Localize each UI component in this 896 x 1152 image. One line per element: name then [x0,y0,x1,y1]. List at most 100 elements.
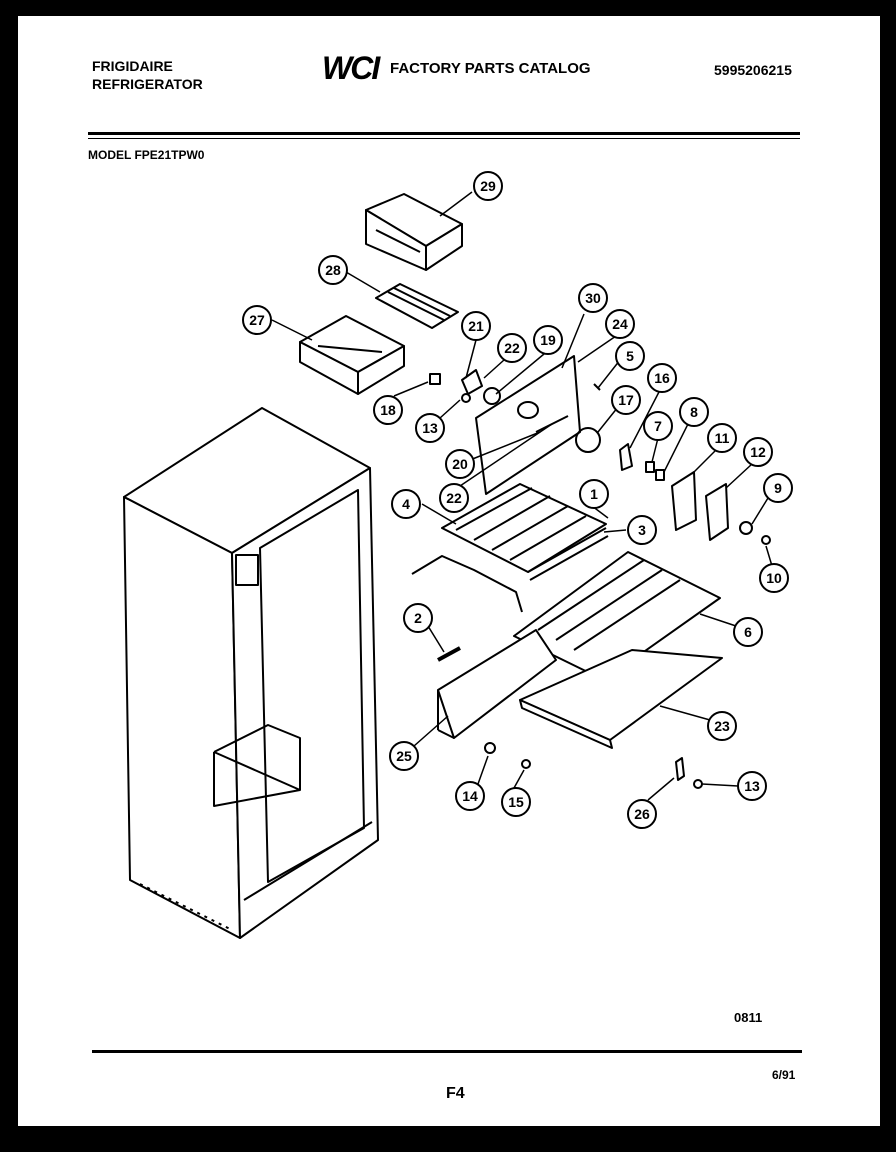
figure-page-label: F4 [446,1085,465,1102]
callout-30: 30 [578,283,608,313]
wci-logo: WCI [322,50,380,86]
callout-3: 3 [627,515,657,545]
callout-number: 12 [750,444,766,460]
callout-circle [643,411,673,441]
callout-23: 23 [707,711,737,741]
callout-17: 17 [611,385,641,415]
part-27-drawing [299,315,405,395]
revision-date: 6/91 [772,1068,796,1082]
callout-number: 11 [715,430,730,446]
callout-4: 4 [391,489,421,519]
callout-number: 2 [414,610,422,626]
callout-number: 22 [504,340,520,356]
callout-number: 26 [634,806,650,822]
callout-number: 17 [618,392,634,408]
callout-13: 13 [737,771,767,801]
brand-name: FRIGIDAIRE [92,58,173,74]
callout-circle [497,333,527,363]
callout-16: 16 [647,363,677,393]
callout-26: 26 [627,799,657,829]
callout-number: 20 [452,456,468,472]
callout-number: 8 [690,404,698,420]
callout-number: 13 [422,420,438,436]
callout-circle [445,449,475,479]
callout-22: 22 [497,333,527,363]
callout-circle [242,305,272,335]
callout-circle [533,325,563,355]
callout-circle [733,617,763,647]
callout-circle [615,341,645,371]
header-rule-thick [88,132,800,135]
callout-number: 5 [626,348,634,364]
part-23-drawing [519,649,723,749]
callout-circle [647,363,677,393]
footer-rule [92,1050,802,1053]
callout-20: 20 [445,449,475,479]
callout-9: 9 [763,473,793,503]
callout-number: 6 [744,624,752,640]
callout-22: 22 [439,483,469,513]
callout-11: 11 [707,423,737,453]
part-6-drawing [513,551,721,681]
callout-number: 9 [774,480,782,496]
part-29-drawing [365,193,463,271]
callout-1: 1 [579,479,609,509]
callout-number: 16 [654,370,670,386]
callout-number: 10 [766,570,782,586]
callout-8: 8 [679,397,709,427]
catalog-title: FACTORY PARTS CATALOG [390,60,591,77]
callout-circle [759,563,789,593]
callout-7: 7 [643,411,673,441]
callout-circle [743,437,773,467]
callout-circle [763,473,793,503]
callout-circle [415,413,445,443]
callout-circle [627,515,657,545]
product-type: REFRIGERATOR [92,76,203,92]
part-28-drawing [375,283,459,329]
callout-25: 25 [389,741,419,771]
part-2-drawing [437,646,461,662]
callout-circle [373,395,403,425]
callout-14: 14 [455,781,485,811]
cabinet-drawing [123,407,379,939]
callout-2: 2 [403,603,433,633]
callout-number: 29 [480,178,496,194]
callout-circle [501,787,531,817]
callout-circle [707,423,737,453]
callout-circle [611,385,641,415]
leader-lines [271,191,773,801]
callout-circle [627,799,657,829]
part-25-drawing [437,629,557,739]
callout-number: 28 [325,262,341,278]
callout-13: 13 [415,413,445,443]
callout-circle [318,255,348,285]
callout-number: 14 [462,788,478,804]
callout-number: 30 [585,290,601,306]
callout-circle [403,603,433,633]
callout-circle [473,171,503,201]
figure-code: 0811 [734,1010,763,1025]
callout-number: 25 [396,748,412,764]
part-30-drawing [475,355,581,495]
part-4-drawing [411,483,609,613]
callout-number: 22 [446,490,462,506]
callout-circle [707,711,737,741]
callout-5: 5 [615,341,645,371]
callout-circle [389,741,419,771]
small-parts-drawing [429,369,771,545]
callout-21: 21 [461,311,491,341]
callout-28: 28 [318,255,348,285]
callout-19: 19 [533,325,563,355]
callout-circle [461,311,491,341]
callout-24: 24 [605,309,635,339]
callout-number: 21 [468,318,484,334]
header-rule-thin [88,138,800,139]
callout-number: 13 [744,778,760,794]
callout-29: 29 [473,171,503,201]
callout-6: 6 [733,617,763,647]
callout-number: 23 [714,718,730,734]
callout-18: 18 [373,395,403,425]
